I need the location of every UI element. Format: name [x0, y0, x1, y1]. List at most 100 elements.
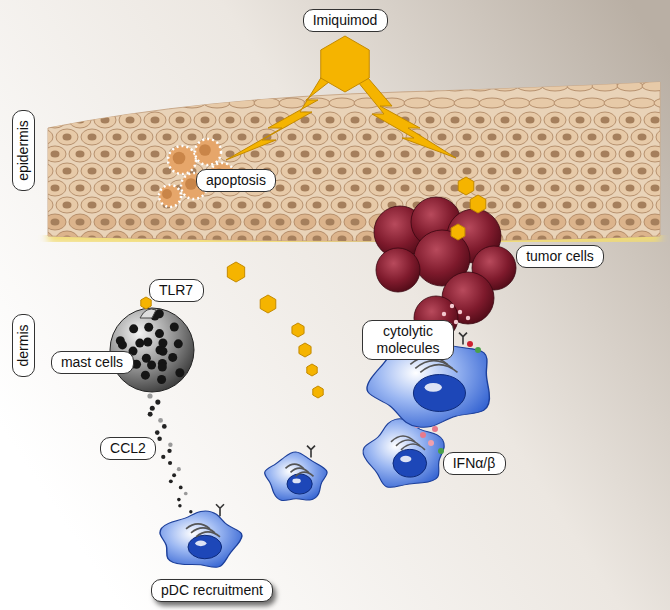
cell-nucleus	[51, 151, 60, 158]
skin-cell	[544, 180, 566, 196]
granule	[450, 304, 454, 308]
skin-cell	[104, 98, 130, 108]
cell-nucleus	[376, 185, 385, 192]
cell-nucleus	[338, 202, 347, 209]
receptor	[307, 446, 315, 458]
cell-nucleus	[113, 134, 122, 141]
skin-cell	[344, 214, 366, 230]
epidermis-layer	[48, 82, 660, 241]
skin-cell	[492, 81, 518, 91]
cell-nucleus	[76, 219, 85, 226]
skin-cell	[79, 98, 105, 108]
cell-nucleus	[501, 219, 510, 226]
skin-cell	[369, 146, 391, 162]
skin-cell	[644, 214, 666, 230]
cell-nucleus	[88, 168, 97, 175]
skin-cell	[569, 146, 591, 162]
skin-cell	[231, 197, 253, 213]
cell-nucleus	[113, 236, 122, 243]
skin-cell	[404, 98, 430, 108]
skin-cell	[631, 129, 653, 145]
label-box: pDC recruitment	[151, 579, 273, 602]
skin-cell	[281, 163, 303, 179]
cell-nucleus	[601, 219, 610, 226]
cell-nucleus	[638, 134, 647, 141]
ccl2-dot	[172, 473, 176, 477]
cell-nucleus	[476, 117, 485, 124]
skin-cell	[494, 112, 516, 128]
skin-cell	[594, 146, 616, 162]
skin-cell	[281, 231, 303, 247]
cell-nucleus	[576, 151, 585, 158]
cell-nucleus	[613, 202, 622, 209]
cell-nucleus	[113, 202, 122, 209]
cell-nucleus	[38, 168, 47, 175]
ccl2-dot	[148, 412, 153, 417]
skin-cell	[506, 163, 528, 179]
lightning-bolt	[358, 78, 456, 158]
skin-cell	[17, 81, 43, 91]
skin-cell	[194, 214, 216, 230]
cell-nucleus	[588, 168, 597, 175]
cell-nucleus	[313, 168, 322, 175]
cell-nucleus	[301, 185, 310, 192]
skin-cell	[129, 98, 155, 108]
label-text: Imiquimod	[313, 12, 378, 29]
ccl2-dot	[162, 424, 167, 429]
skin-cell	[344, 112, 366, 128]
cell-nucleus	[651, 117, 660, 124]
ccl2-dot	[147, 393, 152, 398]
cell-membrane	[160, 511, 242, 567]
skin-cell	[429, 98, 455, 108]
skin-cell	[531, 129, 553, 145]
cell-nucleus	[163, 168, 172, 175]
skin-cell	[579, 98, 605, 108]
cell-nucleus	[663, 168, 670, 175]
cell-nucleus	[338, 168, 347, 175]
skin-cell	[606, 163, 628, 179]
skin-cell	[31, 197, 53, 213]
cell-nucleus	[501, 117, 510, 124]
cell-nucleus	[476, 185, 485, 192]
cell-nucleus	[287, 474, 312, 494]
mast-granule	[175, 368, 184, 377]
cell-nucleus	[88, 236, 97, 243]
cell-nucleus	[363, 134, 372, 141]
skin-cell	[44, 112, 66, 128]
skin-cell	[581, 197, 603, 213]
cell-nucleus	[513, 168, 522, 175]
imiquimod-molecule	[299, 343, 311, 357]
mast-granule	[158, 347, 167, 356]
mast-granule	[174, 339, 183, 348]
skin-cell	[281, 197, 303, 213]
cell-nucleus	[188, 202, 197, 209]
cell-nucleus	[551, 117, 560, 124]
skin-cell	[319, 112, 341, 128]
skin-cell	[81, 163, 103, 179]
skin-cell	[131, 231, 153, 247]
skin-cell	[94, 180, 116, 196]
cell-nucleus	[313, 202, 322, 209]
skin-cell	[642, 81, 668, 91]
mast-granule	[155, 329, 164, 338]
mast-cell	[110, 308, 194, 526]
cell-nucleus	[126, 117, 135, 124]
mast-granule	[168, 353, 177, 362]
cell-nucleus	[651, 185, 660, 192]
cell-nucleus	[288, 236, 297, 243]
cell-nucleus	[126, 185, 135, 192]
label-text: apoptosis	[206, 172, 266, 189]
cell-nucleus	[251, 117, 260, 124]
cell-nucleus	[363, 202, 372, 209]
skin-cell	[156, 231, 178, 247]
cell-nucleus	[126, 151, 135, 158]
imiquimod-molecule	[321, 36, 369, 92]
label-box: apoptosis	[196, 169, 276, 192]
skin-cell	[529, 98, 555, 108]
skin-cell	[131, 197, 153, 213]
skin-cell	[81, 231, 103, 247]
ccl2-dot	[161, 455, 165, 459]
skin-cell	[44, 180, 66, 196]
cell-nucleus	[101, 219, 110, 226]
